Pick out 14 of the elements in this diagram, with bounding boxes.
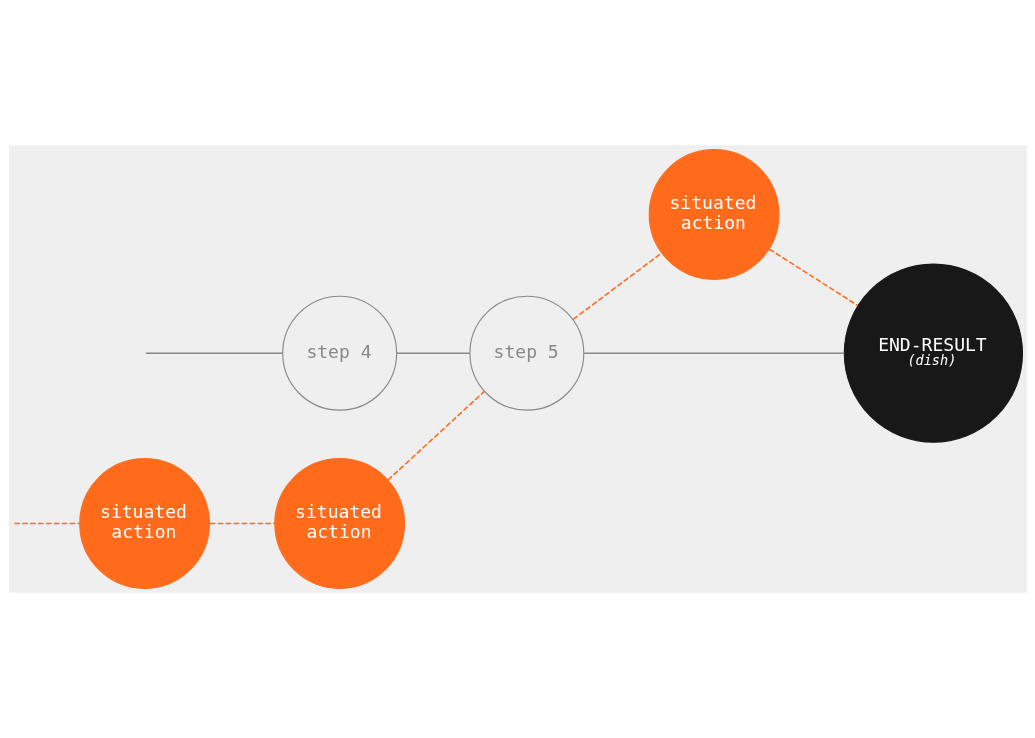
connector bbox=[144, 352, 283, 354]
connector bbox=[768, 248, 859, 307]
connector bbox=[571, 252, 662, 321]
node-circle: step 4 bbox=[281, 295, 397, 411]
connector bbox=[13, 522, 80, 525]
node-circle: situated action bbox=[273, 458, 405, 589]
connector bbox=[386, 390, 485, 481]
node-circle: END-RESULT (dish) bbox=[843, 263, 1023, 443]
node-circle: situated action bbox=[648, 149, 779, 280]
connector bbox=[582, 352, 845, 354]
node-circle: situated action bbox=[78, 458, 210, 589]
connector bbox=[208, 522, 275, 525]
node-circle: step 5 bbox=[468, 295, 584, 411]
connector bbox=[395, 352, 470, 354]
